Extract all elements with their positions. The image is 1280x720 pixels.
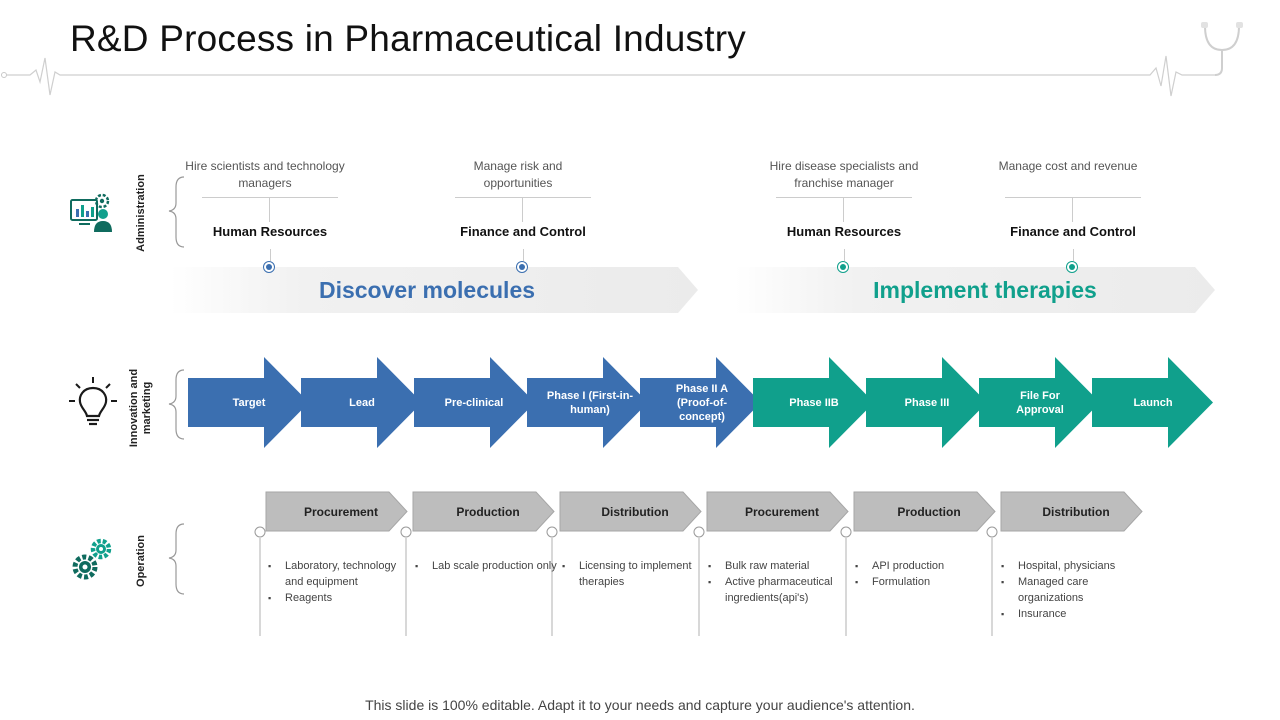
admin-desc-line1: Hire disease specialists and: [769, 159, 919, 173]
admin-connector: [269, 198, 270, 222]
op-bullets-production: Lab scale production only: [414, 558, 562, 574]
op-label-procurement: Procurement: [303, 504, 379, 519]
heartbeat-line-decoration: [1, 22, 1243, 97]
band-implement-therapies: Implement therapies: [873, 277, 1097, 303]
admin-description: Manage cost and revenue: [963, 158, 1173, 175]
admin-desc-line2: franchise manager: [794, 176, 894, 190]
row-label-innovation-marketing: Innovation and marketing: [128, 353, 156, 463]
stage-label-phase-2b: Phase IIB: [789, 397, 839, 409]
admin-node-dot: [837, 261, 849, 273]
footer-note: This slide is 100% editable. Adapt it to…: [365, 697, 915, 713]
gears-icon: [72, 538, 112, 580]
band-arrow-implement: [735, 267, 1215, 313]
op-bullets-production: API production Formulation: [854, 558, 997, 590]
admin-connector-lower: [1073, 249, 1074, 261]
op-label-production: Production: [897, 504, 961, 519]
row-braces: [168, 176, 185, 595]
admin-connector-lower: [270, 249, 271, 261]
op-bullet-item: Active pharmaceutical ingredients(api's): [708, 574, 850, 606]
stage-label-phase-2a: Phase II A (Proof-of-concept): [675, 383, 729, 423]
op-bullets-procurement: Bulk raw material Active pharmaceutical …: [707, 558, 850, 606]
brace-innovation: [168, 369, 185, 440]
admin-desc-line1: Hire scientists and technology: [185, 159, 345, 173]
admin-block-4: Manage cost and revenue Finance and Cont…: [963, 158, 1183, 278]
admin-desc-line2: managers: [238, 176, 292, 190]
admin-block-2: Manage risk and opportunities Finance an…: [413, 158, 633, 278]
op-bullet-item: Managed care organizations: [1001, 574, 1143, 606]
band-discover-molecules: Discover molecules: [318, 277, 536, 303]
admin-desc-line2: opportunities: [483, 176, 553, 190]
op-bullet-item: Insurance: [1001, 606, 1143, 622]
stage-label-launch: Launch: [1133, 397, 1173, 409]
admin-description: Hire disease specialists and franchise m…: [734, 158, 954, 192]
op-bullets-procurement: Laboratory, technology and equipment Rea…: [267, 558, 405, 606]
admin-divider: [776, 197, 912, 198]
row-label-operation: Operation: [135, 535, 147, 587]
stage-label-file-for-approval: File For Approval: [1016, 390, 1064, 416]
admin-node-dot: [1066, 261, 1078, 273]
row-label-innovation-line1: Innovation and: [128, 368, 140, 448]
op-bullet-item: Lab scale production only: [415, 558, 562, 574]
stage-label-pre-clinical: Pre-clinical: [444, 397, 504, 409]
admin-connector: [1072, 198, 1073, 222]
brace-operation: [168, 523, 185, 595]
monitor-analyst-gear-icon: [70, 193, 112, 232]
admin-heading: Human Resources: [212, 224, 328, 239]
lightbulb-icon: [69, 377, 117, 426]
stage-label-lead: Lead: [349, 397, 375, 409]
op-bullets-distribution: Licensing to implement therapies: [561, 558, 704, 590]
admin-divider: [1005, 197, 1141, 198]
admin-divider: [202, 197, 338, 198]
admin-block-1: Hire scientists and technology managers …: [160, 158, 380, 278]
admin-description: Manage risk and opportunities: [413, 158, 623, 192]
op-bullet-item: Bulk raw material: [708, 558, 850, 574]
op-bullet-item: Formulation: [855, 574, 997, 590]
admin-connector: [843, 198, 844, 222]
op-bullet-item: Hospital, physicians: [1001, 558, 1143, 574]
band-arrows: [170, 267, 1215, 313]
admin-connector-lower: [523, 249, 524, 261]
row-label-innovation-line2: marketing: [141, 381, 153, 435]
brace-administration: [168, 176, 185, 248]
admin-desc-line1: Manage cost and revenue: [998, 159, 1138, 173]
band-arrow-discover: [170, 267, 698, 313]
admin-heading: Finance and Control: [1010, 224, 1136, 239]
admin-node-dot: [516, 261, 528, 273]
op-bullet-item: API production: [855, 558, 997, 574]
admin-heading: Human Resources: [786, 224, 902, 239]
admin-block-3: Hire disease specialists and franchise m…: [734, 158, 954, 278]
op-timeline-node: [400, 526, 412, 538]
op-timeline-node: [254, 526, 266, 538]
admin-connector-lower: [844, 249, 845, 261]
op-label-distribution: Distribution: [601, 504, 669, 519]
op-bullet-item: Reagents: [268, 590, 405, 606]
op-label-distribution: Distribution: [1042, 504, 1110, 519]
admin-divider: [455, 197, 591, 198]
op-bullet-item: Laboratory, technology and equipment: [268, 558, 405, 590]
op-label-production: Production: [456, 504, 520, 519]
op-bullets-distribution: Hospital, physicians Managed care organi…: [1000, 558, 1143, 622]
admin-node-dot: [263, 261, 275, 273]
admin-description: Hire scientists and technology managers: [160, 158, 370, 192]
stage-label-target: Target: [232, 397, 266, 409]
admin-heading: Finance and Control: [460, 224, 586, 239]
op-label-procurement: Procurement: [744, 504, 820, 519]
op-bullet-item: Licensing to implement therapies: [562, 558, 704, 590]
admin-connector: [522, 198, 523, 222]
stage-label-phase-3: Phase III: [904, 397, 950, 409]
page-title: R&D Process in Pharmaceutical Industry: [70, 18, 746, 59]
stethoscope-icon: [1201, 22, 1243, 76]
stage-label-phase-1: Phase I (First-in-human): [546, 390, 634, 416]
row-label-administration: Administration: [135, 174, 147, 252]
admin-desc-line1: Manage risk and: [473, 159, 563, 173]
